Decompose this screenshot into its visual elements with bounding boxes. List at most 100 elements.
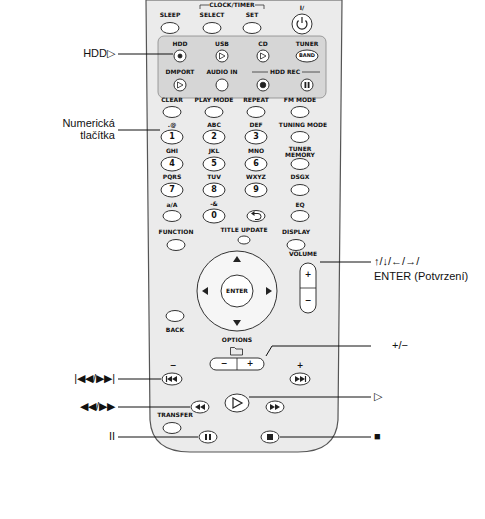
remote-button bbox=[161, 183, 183, 197]
remote-button bbox=[266, 401, 284, 413]
button-label: HDD REC bbox=[270, 69, 300, 75]
remote-button bbox=[163, 423, 181, 434]
remote-button bbox=[174, 50, 186, 62]
button-label: CLEAR bbox=[161, 97, 183, 103]
button-label: SLEEP bbox=[160, 12, 181, 18]
button-label: ENTER bbox=[226, 288, 248, 294]
button-label: WXYZ bbox=[246, 174, 266, 180]
remote-button bbox=[167, 240, 185, 251]
remote-body bbox=[146, 0, 342, 452]
remote-button bbox=[191, 401, 209, 413]
remote-button bbox=[290, 373, 310, 385]
button-label: a/A bbox=[167, 202, 178, 208]
button-label: + bbox=[247, 360, 254, 368]
remote-button bbox=[225, 394, 249, 412]
button-label: DISPLAY bbox=[282, 229, 310, 235]
button-label: 0 bbox=[211, 212, 217, 220]
button-label: JKL bbox=[209, 148, 220, 154]
button-label: 1 bbox=[169, 133, 175, 141]
button-label: 2 bbox=[211, 133, 217, 141]
button-symbol bbox=[220, 53, 226, 59]
remote-button bbox=[245, 157, 267, 171]
button-symbol bbox=[195, 404, 200, 410]
button-label: − bbox=[221, 360, 228, 368]
remote-button bbox=[203, 130, 225, 144]
button-label: BAND bbox=[299, 53, 315, 58]
callout-label: ENTER (Potvrzení) bbox=[374, 271, 468, 283]
remote-button bbox=[216, 79, 228, 91]
button-label: − bbox=[170, 362, 177, 370]
button-label: + bbox=[305, 271, 312, 279]
remote-button bbox=[205, 107, 223, 118]
callout-label: Numerická tlačítka bbox=[55, 118, 115, 141]
remote-button bbox=[163, 211, 181, 222]
leader-line bbox=[280, 437, 371, 438]
button-label: DMPORT bbox=[166, 69, 195, 75]
button-label: DSGX bbox=[291, 174, 310, 180]
button-label: 9 bbox=[253, 186, 259, 194]
button-symbol bbox=[261, 53, 267, 59]
remote-button bbox=[291, 132, 309, 143]
remote-button bbox=[203, 23, 221, 34]
button-label: 8 bbox=[211, 186, 217, 194]
remote-button bbox=[287, 240, 305, 251]
remote-body bbox=[146, 0, 342, 452]
button-label: TUNER MEMORY bbox=[284, 146, 316, 159]
button-symbol bbox=[233, 398, 242, 408]
button-label: + bbox=[297, 362, 304, 370]
remote-button bbox=[300, 263, 316, 313]
button-symbol bbox=[231, 348, 243, 356]
callout-label: ◀◀/▶▶ bbox=[80, 401, 115, 413]
remote-button bbox=[292, 14, 312, 34]
button-label: 4 bbox=[169, 160, 175, 168]
button-symbol bbox=[266, 287, 272, 295]
button-label: HDD bbox=[173, 41, 188, 47]
button-label: FUNCTION bbox=[159, 229, 194, 235]
button-label: REPEAT bbox=[243, 97, 269, 103]
button-label: TUNER bbox=[296, 41, 319, 47]
remote-button bbox=[161, 23, 179, 34]
button-symbol bbox=[300, 376, 305, 382]
button-label: ABC bbox=[207, 122, 221, 128]
leader-line bbox=[118, 379, 161, 380]
button-label: -& bbox=[210, 201, 218, 207]
button-label: 6 bbox=[253, 160, 259, 168]
remote-button bbox=[238, 236, 250, 244]
remote-button bbox=[247, 107, 265, 118]
remote-button bbox=[301, 79, 313, 91]
leader-line bbox=[118, 54, 371, 437]
button-label: TUNING MODE bbox=[279, 122, 327, 128]
button-symbol bbox=[305, 82, 307, 88]
callout-label: ■ bbox=[374, 431, 381, 443]
leader-line bbox=[266, 346, 371, 356]
button-symbol bbox=[167, 376, 172, 382]
button-label: SET bbox=[246, 12, 259, 18]
remote-button bbox=[291, 107, 309, 118]
remote-button bbox=[197, 251, 277, 331]
button-label: 3 bbox=[253, 133, 259, 141]
button-label: TUV bbox=[207, 174, 221, 180]
remote-button bbox=[257, 50, 269, 62]
button-label: AUDIO IN bbox=[207, 69, 238, 75]
leader-line bbox=[118, 130, 160, 131]
remote-button bbox=[199, 431, 217, 443]
remote-button bbox=[203, 209, 225, 223]
remote-button bbox=[247, 211, 265, 222]
button-label: VOLUME bbox=[289, 251, 317, 257]
button-symbol bbox=[295, 376, 300, 382]
leader-line bbox=[320, 262, 371, 263]
button-symbol bbox=[267, 434, 273, 440]
remote-button bbox=[203, 157, 225, 171]
callout-label: +/− bbox=[392, 340, 408, 352]
remote-button bbox=[257, 79, 269, 91]
button-label: USB bbox=[215, 41, 229, 47]
leader-line bbox=[118, 407, 190, 408]
button-label: GHI bbox=[166, 148, 178, 154]
callout-label: II bbox=[109, 431, 115, 443]
remote-button bbox=[174, 79, 186, 91]
button-label: EQ bbox=[295, 202, 304, 208]
button-label: PQRS bbox=[163, 174, 181, 180]
button-symbol bbox=[209, 434, 211, 440]
button-label: I/ bbox=[300, 5, 304, 11]
